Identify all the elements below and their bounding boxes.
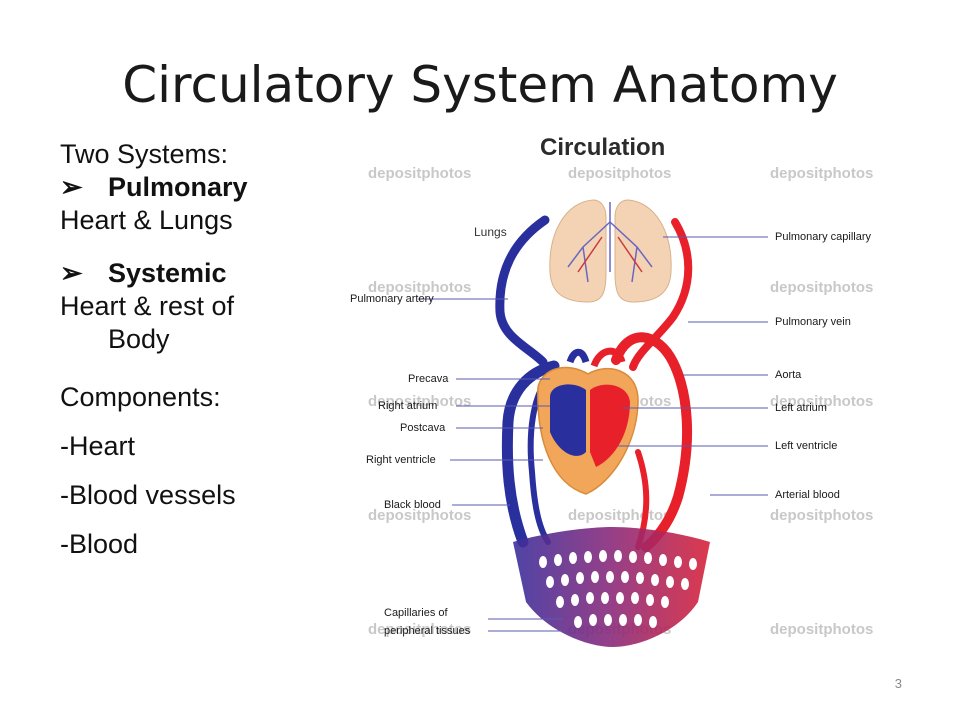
watermark: depositphotos: [368, 393, 471, 410]
watermark: depositphotos: [770, 279, 873, 296]
arrow-bullet-icon: ➢: [60, 172, 83, 202]
watermark: depositphotos: [568, 507, 671, 524]
components-heading: Components:: [60, 382, 221, 412]
leader-lines: [418, 236, 768, 632]
watermark: depositphotos: [368, 165, 471, 182]
lungs: Lungs: [474, 199, 672, 303]
component-blood-vessels: -Blood vessels: [60, 480, 236, 510]
label-arterial-blood: Arterial blood: [775, 489, 840, 501]
component-blood: -Blood: [60, 529, 139, 559]
systems-intro: Two Systems:: [60, 139, 229, 169]
diagram-title: Circulation: [540, 134, 665, 161]
systemic-title: Systemic: [108, 258, 227, 288]
component-heart: -Heart: [60, 431, 136, 461]
label-pulmonary-vein: Pulmonary vein: [775, 316, 851, 328]
label-capillaries-line1: Capillaries of: [384, 607, 449, 619]
bullet-pulmonary: ➢ Pulmonary: [60, 171, 350, 204]
systemic-desc-line1: Heart & rest of: [60, 291, 235, 321]
label-pulmonary-artery: Pulmonary artery: [350, 293, 434, 305]
label-precava: Precava: [408, 373, 449, 385]
label-left-ventricle: Left ventricle: [775, 440, 837, 452]
bullet-systemic: ➢ Systemic: [60, 257, 350, 290]
page-number: 3: [894, 676, 902, 691]
label-right-atrium: Right atrium: [378, 400, 437, 412]
arrow-bullet-icon: ➢: [60, 258, 83, 288]
watermark: depositphotos: [368, 621, 471, 638]
label-pulmonary-capillary: Pulmonary capillary: [775, 231, 871, 243]
label-black-blood: Black blood: [384, 499, 441, 511]
slide-title: Circulatory System Anatomy: [122, 56, 838, 114]
watermark: depositphotos: [770, 393, 873, 410]
peripheral-capillaries: [513, 527, 710, 647]
label-left-atrium: Left atrium: [775, 402, 827, 414]
pulmonary-desc: Heart & Lungs: [60, 205, 233, 235]
watermark: depositphotos: [770, 507, 873, 524]
watermark: depositphotos: [568, 165, 671, 182]
watermark: depositphotos: [368, 279, 471, 296]
watermark: depositphotos: [770, 621, 873, 638]
label-right-ventricle: Right ventricle: [366, 454, 436, 466]
watermark: depositphotos: [368, 507, 471, 524]
label-capillaries-line2: peripheral tissues: [384, 625, 471, 637]
lungs-label: Lungs: [474, 225, 507, 239]
circulation-diagram: depositphotos depositphotos depositphoto…: [338, 122, 900, 662]
systemic-desc-line2: Body: [108, 324, 170, 354]
pulmonary-title: Pulmonary: [108, 172, 248, 202]
label-aorta: Aorta: [775, 369, 802, 381]
label-postcava: Postcava: [400, 422, 446, 434]
heart: [537, 347, 639, 495]
watermark: depositphotos: [770, 165, 873, 182]
content-column: Two Systems: ➢ Pulmonary Heart & Lungs ➢ S…: [60, 138, 350, 577]
